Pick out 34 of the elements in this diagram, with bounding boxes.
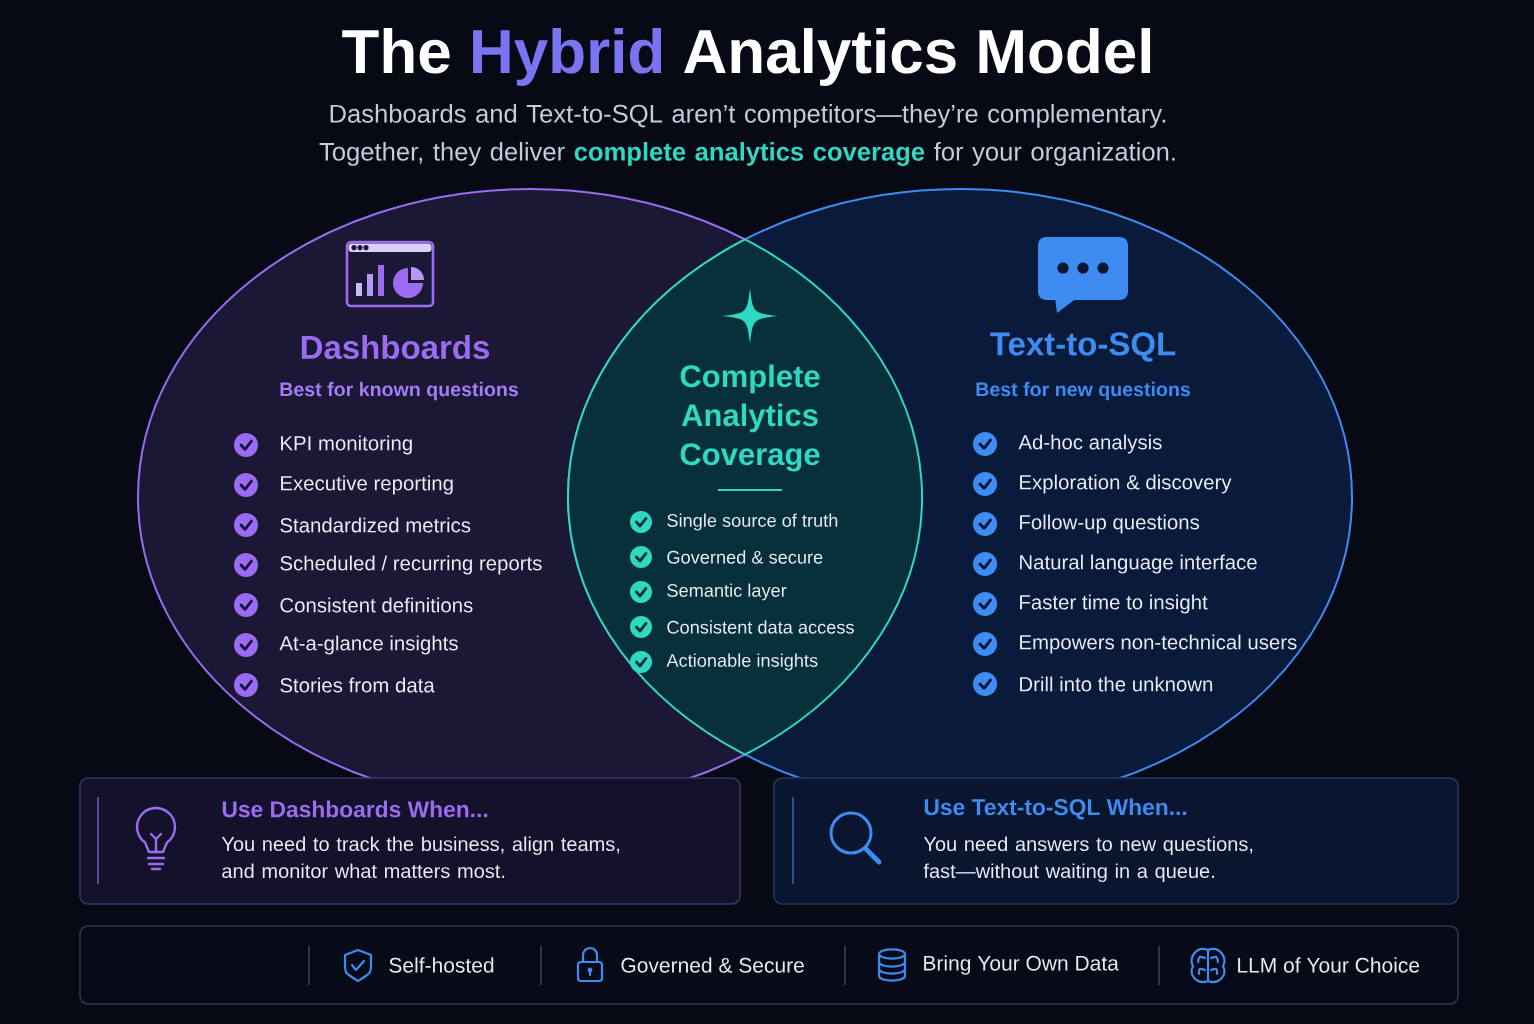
card-text: You need to track the business, align teams, and monitor what matters most. [221,836,620,879]
title: The Hybrid Analytics Model [342,28,1151,86]
list-item: Governed & secure [667,550,823,564]
list-item: Consistent data access [667,620,854,634]
list-item: Drill into the unknown [1020,676,1213,692]
list-item: Semantic layer [667,583,787,601]
list-item: Consistent definitions [280,597,473,613]
heading: Text-to-SQL [990,332,1176,362]
list-item: Natural language interface [1020,554,1257,574]
feature-label: Bring Your Own Data [924,955,1119,975]
feature-label: Self-hosted [389,957,494,973]
list-item: Standardized metrics [280,517,471,533]
card-text: You need answers to new questions, fast—without waiting in a queue. [923,836,1253,883]
list-item: Empowers non-technical users [1020,634,1297,654]
list-item: Exploration & discovery [1020,474,1232,494]
list-item: Faster time to insight [1020,594,1208,614]
list-item: Scheduled / recurring reports [280,555,542,575]
subtitle: Dashboards and Text-to-SQL aren’t competitors—they’re complementary. Together, they deliver complete analytics coverage for your organization. [319,104,1175,166]
subheading: Best for new questions [976,381,1190,401]
list-item: Follow-up questions [1020,514,1200,534]
list-item: At-a-glance insights [279,635,458,655]
list-item: Ad-hoc analysis [1018,434,1162,454]
subheading: Best for known questions [280,381,518,401]
list-item: Executive reporting [281,475,453,495]
heading: Complete Analytics Coverage [680,364,820,472]
heading: Dashboards [301,334,489,360]
feature-label: Governed & Secure [621,957,804,973]
list-item: Actionable insights [666,653,818,671]
list-item: Single source of truth [667,513,838,531]
card-heading: Use Dashboards When... [222,800,488,818]
list-item: Stories from data [280,677,435,693]
feature-label: LLM of Your Choice [1238,957,1420,973]
card-heading: Use Text-to-SQL When... [924,798,1187,820]
list-item: KPI monitoring [281,435,412,455]
